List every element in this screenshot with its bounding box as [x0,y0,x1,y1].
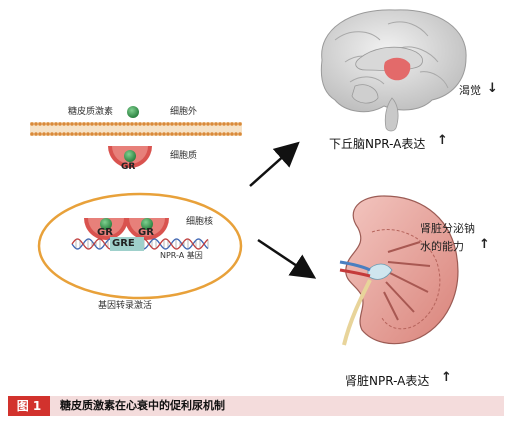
arrow-up-natriuresis: ↑ [479,237,490,252]
membrane-bilayer [30,122,242,136]
label-npra-gene: NPR-A 基因 [160,251,203,260]
glucocorticoid-molecule [127,106,139,118]
label-gr-right: GR [138,227,154,238]
label-gre: GRE [112,238,135,249]
label-gr-cytoplasm: GR [121,162,136,172]
gre-box [110,237,144,251]
nucleus-outline [37,192,243,300]
label-cytoplasm: 细胞质 [170,151,198,161]
label-renal-natriuresis-2: 水的能力 [420,240,464,253]
arrow-to-kidney [257,238,317,279]
arrow-up-kidney: ↑ [441,370,452,385]
brain-illustration [320,9,467,132]
nuclear-receptor-right [125,218,169,240]
figure-caption: 图 1 糖皮质激素在心衰中的促利尿机制 [8,396,504,416]
kidney-illustration [339,195,459,346]
label-glucocorticoid: 糖皮质激素 [68,107,114,117]
label-nucleus: 细胞核 [186,217,214,227]
label-kidney-npra: 肾脏NPR-A表达 [345,374,430,388]
label-renal-natriuresis-1: 肾脏分泌钠 [420,222,475,235]
label-gr-left: GR [97,227,113,238]
cytoplasm-receptor [108,146,152,168]
arrow-to-brain [249,141,300,187]
figure-title: 糖皮质激素在心衰中的促利尿机制 [60,399,225,412]
arrow-up-hypothalamus: ↑ [437,133,448,148]
arrow-down-thirst: ↓ [487,81,498,96]
label-thirst: 渴觉 [459,84,481,97]
label-extracellular: 细胞外 [170,107,198,117]
label-hypothalamus-npra: 下丘脑NPR-A表达 [329,137,426,151]
label-gene-transcription: 基因转录激活 [98,301,153,311]
figure-badge: 图 1 [8,396,50,416]
nuclear-receptor-left [84,218,128,240]
